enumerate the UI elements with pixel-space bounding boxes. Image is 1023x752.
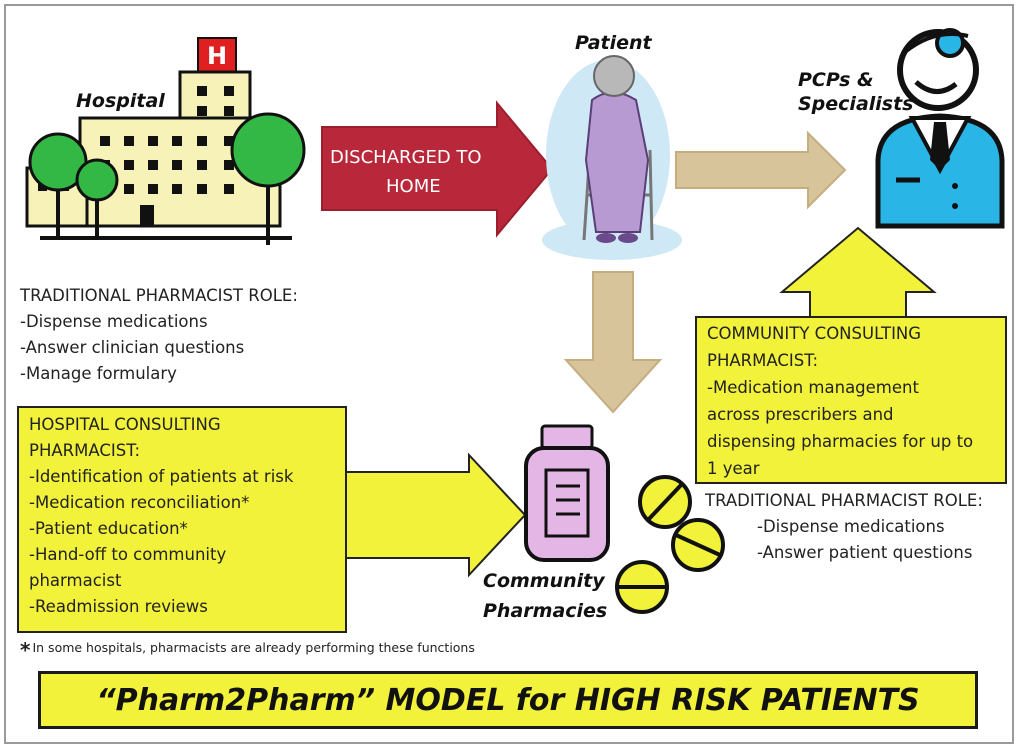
footnote-star: * [20,638,31,662]
hospital-consulting-line: -Identification of patients at risk [29,467,294,486]
discharged-arrow-text: DISCHARGED TO HOME [330,143,500,201]
community-label-line1: Community [483,570,605,592]
hospital-label: Hospital [76,90,165,112]
pcps-label-line2: Specialists [798,93,914,115]
arrow-to-pharmacies [563,271,663,414]
footnote: *In some hospitals, pharmacists are alre… [20,638,475,662]
hospital-consulting-line: HOSPITAL CONSULTING [29,415,221,434]
discharged-line2: HOME [386,176,441,197]
hospital-consulting-line: -Medication reconciliation* [29,493,250,512]
hospital-consulting-line: PHARMACIST: [29,441,141,460]
discharged-line1: DISCHARGED TO [330,147,482,168]
pcps-label-line1: PCPs & [798,69,874,91]
doctor-icon [875,28,1005,229]
community-consulting-line: dispensing pharmacies for up to [707,432,974,451]
community-consulting-line: PHARMACIST: [707,351,819,370]
hospital-consulting-line: -Hand-off to community [29,545,227,564]
pcps-label: PCPs & Specialists [798,68,914,116]
community-consulting-line: across prescribers and [707,405,894,424]
hospital-role-item: -Answer clinician questions [20,338,245,357]
patient-label: Patient [575,32,652,54]
arrow-to-pcps [675,130,847,210]
community-pharmacies-label: Community Pharmacies [483,566,607,626]
community-traditional-role: TRADITIONAL PHARMACIST ROLE: -Dispense m… [705,488,983,566]
community-consulting-line: -Medication management [707,378,919,397]
footnote-text: In some hospitals, pharmacists are alrea… [32,640,475,655]
arrow-community-to-pcps [758,226,937,319]
community-role-item: -Answer patient questions [757,543,973,562]
hospital-role-heading: TRADITIONAL PHARMACIST ROLE: [20,286,298,305]
patient-icon [542,55,682,260]
hospital-role-item: -Manage formulary [20,364,177,383]
hospital-consulting-line: -Readmission reviews [29,597,208,616]
hospital-consulting-line: -Patient education* [29,519,188,538]
pharmacy-bottle-icon [524,424,610,562]
hospital-icon: H [25,37,306,245]
svg-text:H: H [207,42,227,70]
community-role-heading: TRADITIONAL PHARMACIST ROLE: [705,491,983,510]
hospital-consulting-box: HOSPITAL CONSULTING PHARMACIST: -Identif… [17,406,347,633]
community-consulting-box: COMMUNITY CONSULTING PHARMACIST: -Medica… [695,316,1007,484]
hospital-consulting-line: pharmacist [29,571,122,590]
community-consulting-line: COMMUNITY CONSULTING [707,324,922,343]
community-role-item: -Dispense medications [757,517,945,536]
hospital-role-item: -Dispense medications [20,312,208,331]
community-consulting-line: 1 year [707,459,760,478]
model-title-banner: “Pharm2Pharm” MODEL for HIGH RISK PATIEN… [38,671,978,729]
community-label-line2: Pharmacies [483,600,608,622]
arrow-hospital-to-pharmacies [344,452,527,578]
pills-icon [615,475,725,614]
banner-title: “Pharm2Pharm” MODEL for HIGH RISK PATIEN… [96,682,920,718]
hospital-traditional-role: TRADITIONAL PHARMACIST ROLE: -Dispense m… [20,283,298,387]
discharged-arrow [321,100,554,238]
